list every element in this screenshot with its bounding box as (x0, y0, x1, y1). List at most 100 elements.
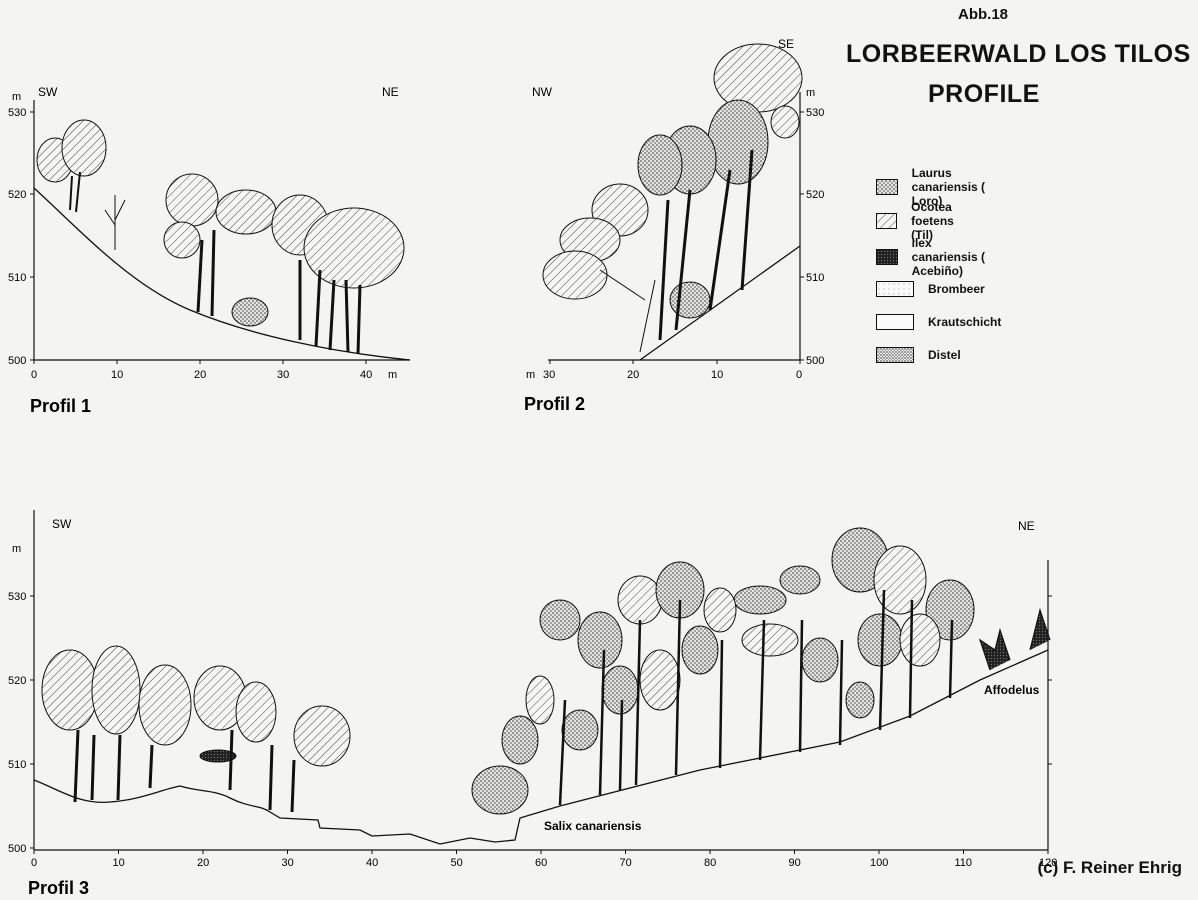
p2-unit-y: m (806, 87, 815, 99)
p3-y-tick: 510 (8, 759, 26, 771)
p1-label: Profil 1 (30, 396, 91, 416)
tree-crown (639, 649, 681, 711)
legend-item-distel: Distel (876, 346, 961, 364)
copyright-notice: (c) F. Reiner Ehrig (1037, 858, 1182, 877)
tree-crown (617, 575, 663, 625)
p2-unit-x: m (526, 369, 535, 381)
legend-label: Laurus canariensis ( Loro) (911, 166, 986, 208)
figure-number: Abb.18 (958, 6, 1009, 23)
tree-crown (899, 613, 941, 667)
dense-dots-pattern-swatch (876, 347, 914, 363)
legend-label: ilex canariensis ( Acebiño) (911, 236, 986, 278)
p3-x-tick: 10 (113, 857, 125, 869)
p3-x-tick: 60 (535, 857, 547, 869)
p1-x-tick: 40 (360, 369, 372, 381)
tree-crown (741, 623, 799, 657)
tree-trunk (798, 619, 804, 753)
dark-pattern-swatch (876, 249, 898, 265)
p3-x-tick: 100 (870, 857, 888, 869)
figure-subtitle: PROFILE (928, 80, 1040, 108)
p1-dir-right: NE (382, 85, 399, 99)
light-dots-pattern-swatch (876, 281, 914, 297)
p1-dir-left: SW (38, 85, 58, 99)
p2-dir-left: NW (532, 85, 553, 99)
legend-label: Ocotea foetens (Til) (911, 200, 954, 242)
p2-y-tick: 530 (806, 107, 824, 119)
p2-y-tick: 500 (806, 355, 824, 367)
p2-y-tick: 520 (806, 189, 824, 201)
p2-label: Profil 2 (524, 394, 585, 414)
tree-crown (601, 665, 639, 715)
tree-trunk (618, 699, 624, 791)
legend-item-ocotea: Ocotea foetens (Til) (876, 200, 971, 242)
p1-x-tick: 30 (277, 369, 289, 381)
p2-x-tick: 20 (627, 369, 639, 381)
p3-y-tick: 500 (8, 843, 26, 855)
tree-crown (845, 681, 875, 719)
tree-crown (873, 545, 927, 615)
p3-x-tick: 20 (197, 857, 209, 869)
p1-x-tick: 0 (31, 369, 37, 381)
p1-unit-x: m (388, 369, 397, 381)
legend-label: Krautschicht (928, 315, 1002, 329)
tree-trunk (758, 619, 766, 761)
dots-pattern-swatch (876, 179, 898, 195)
p1-unit-y: m (12, 91, 21, 103)
p3-x-tick: 50 (451, 857, 463, 869)
p3-x-tick: 0 (31, 857, 37, 869)
tree-crown (801, 637, 839, 683)
profile-1 (30, 100, 411, 364)
tree-trunk (908, 599, 914, 719)
p2-x-tick: 10 (711, 369, 723, 381)
figure-title: LORBEERWALD LOS TILOS (846, 40, 1191, 68)
profile-2 (542, 43, 804, 364)
tree-crown (561, 709, 599, 751)
tree-crown (779, 565, 821, 595)
annotation-salix: Salix canariensis (544, 819, 642, 833)
legend-item-brombeer: Brombeer (876, 280, 985, 298)
p2-x-tick: 0 (796, 369, 802, 381)
p1-y-tick: 530 (8, 107, 26, 119)
p3-y-tick: 530 (8, 591, 26, 603)
tree-crown (681, 625, 719, 675)
p3-x-tick: 110 (955, 857, 973, 869)
legend-label: Distel (928, 348, 961, 362)
p3-x-tick: 90 (789, 857, 801, 869)
p1-x-tick: 20 (194, 369, 206, 381)
tree-trunk (634, 619, 642, 786)
profile-3 (30, 510, 1052, 854)
tree-crown (501, 715, 539, 765)
tree-crown (733, 585, 787, 615)
legend-item-ilex: ilex canariensis ( Acebiño) (876, 236, 994, 278)
p2-dir-right: SE (778, 37, 794, 51)
p1-y-tick: 520 (8, 189, 26, 201)
tree-trunk (558, 699, 567, 806)
tree-trunk (598, 649, 606, 796)
tree-crown (925, 579, 975, 641)
tree-trunk (948, 619, 954, 699)
p1-x-tick: 10 (111, 369, 123, 381)
annotation-affodelus: Affodelus (984, 683, 1040, 697)
tree-trunk (838, 639, 844, 746)
p3-dir-left: SW (52, 517, 72, 531)
p3-label: Profil 3 (28, 878, 89, 898)
tree-crown (857, 613, 903, 667)
tree-crown (703, 587, 737, 633)
p3-x-tick: 40 (366, 857, 378, 869)
legend-item-krautschicht: Krautschicht (876, 313, 1001, 331)
legend-label: Brombeer (928, 282, 985, 296)
p3-unit-y: m (12, 543, 21, 555)
p3-x-tick: 30 (282, 857, 294, 869)
tree-trunk (718, 639, 724, 769)
tree-crown (525, 675, 555, 725)
p3-dir-right: NE (1018, 519, 1035, 533)
p3-x-tick: 70 (620, 857, 632, 869)
blank-pattern-swatch (876, 314, 914, 330)
p3-x-tick: 80 (704, 857, 716, 869)
p2-y-tick: 510 (806, 272, 824, 284)
p1-y-tick: 510 (8, 272, 26, 284)
p2-x-tick: 30 (543, 369, 555, 381)
tree-crown (577, 611, 623, 669)
tree-trunk (878, 589, 886, 731)
